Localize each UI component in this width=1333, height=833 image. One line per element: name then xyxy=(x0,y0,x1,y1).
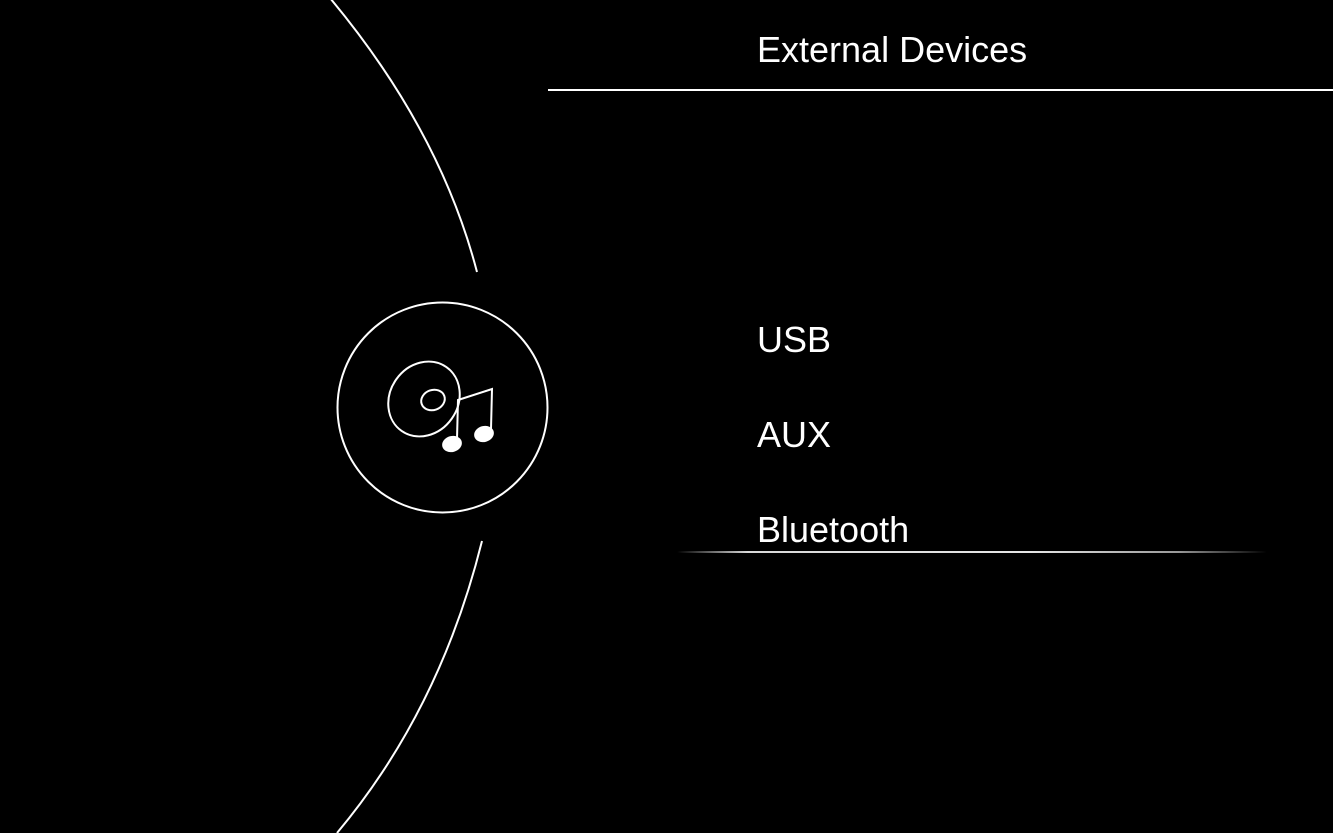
header-divider xyxy=(548,89,1333,91)
source-item-aux[interactable]: AUX xyxy=(757,413,909,508)
source-item-label: USB xyxy=(757,319,832,360)
focus-underline xyxy=(677,551,1267,553)
source-item-label: AUX xyxy=(757,414,832,455)
source-item-usb[interactable]: USB xyxy=(757,318,909,413)
source-item-label: Bluetooth xyxy=(757,509,910,550)
source-item-bluetooth[interactable]: Bluetooth xyxy=(757,508,909,603)
music-disc-icon xyxy=(336,301,549,514)
source-list: USB AUX Bluetooth xyxy=(757,318,909,603)
page-title: External Devices xyxy=(757,29,1028,70)
